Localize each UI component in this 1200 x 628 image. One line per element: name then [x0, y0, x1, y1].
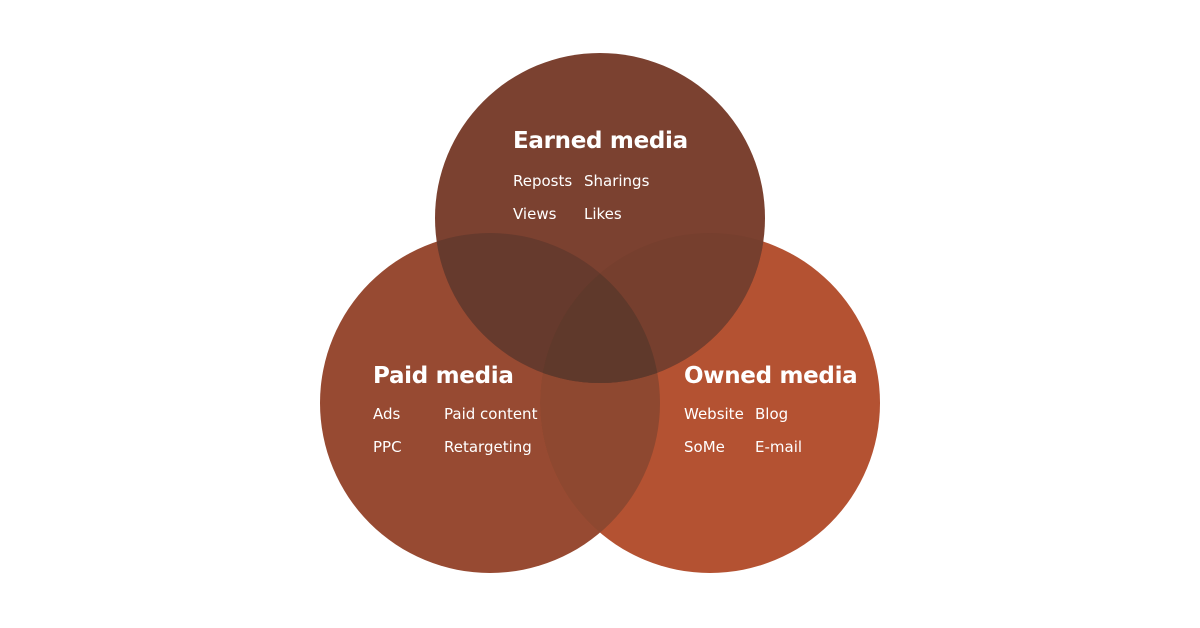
paid-item-retargeting: Retargeting — [444, 438, 532, 456]
owned-item-some: SoMe — [684, 438, 725, 456]
earned-media-title: Earned media — [513, 128, 688, 154]
earned-item-reposts: Reposts — [513, 172, 573, 190]
paid-item-ppc: PPC — [373, 438, 402, 456]
paid-item-ads: Ads — [373, 405, 401, 423]
center-overlap — [540, 233, 660, 383]
owned-item-website: Website — [684, 405, 744, 423]
earned-item-views: Views — [513, 205, 557, 223]
earned-item-sharings: Sharings — [584, 172, 650, 190]
earned-item-likes: Likes — [584, 205, 622, 223]
owned-item-blog: Blog — [755, 405, 789, 423]
owned-item-email: E-mail — [755, 438, 803, 456]
paid-item-paid-content: Paid content — [444, 405, 538, 423]
owned-media-title: Owned media — [684, 363, 858, 389]
paid-media-title: Paid media — [373, 363, 514, 389]
